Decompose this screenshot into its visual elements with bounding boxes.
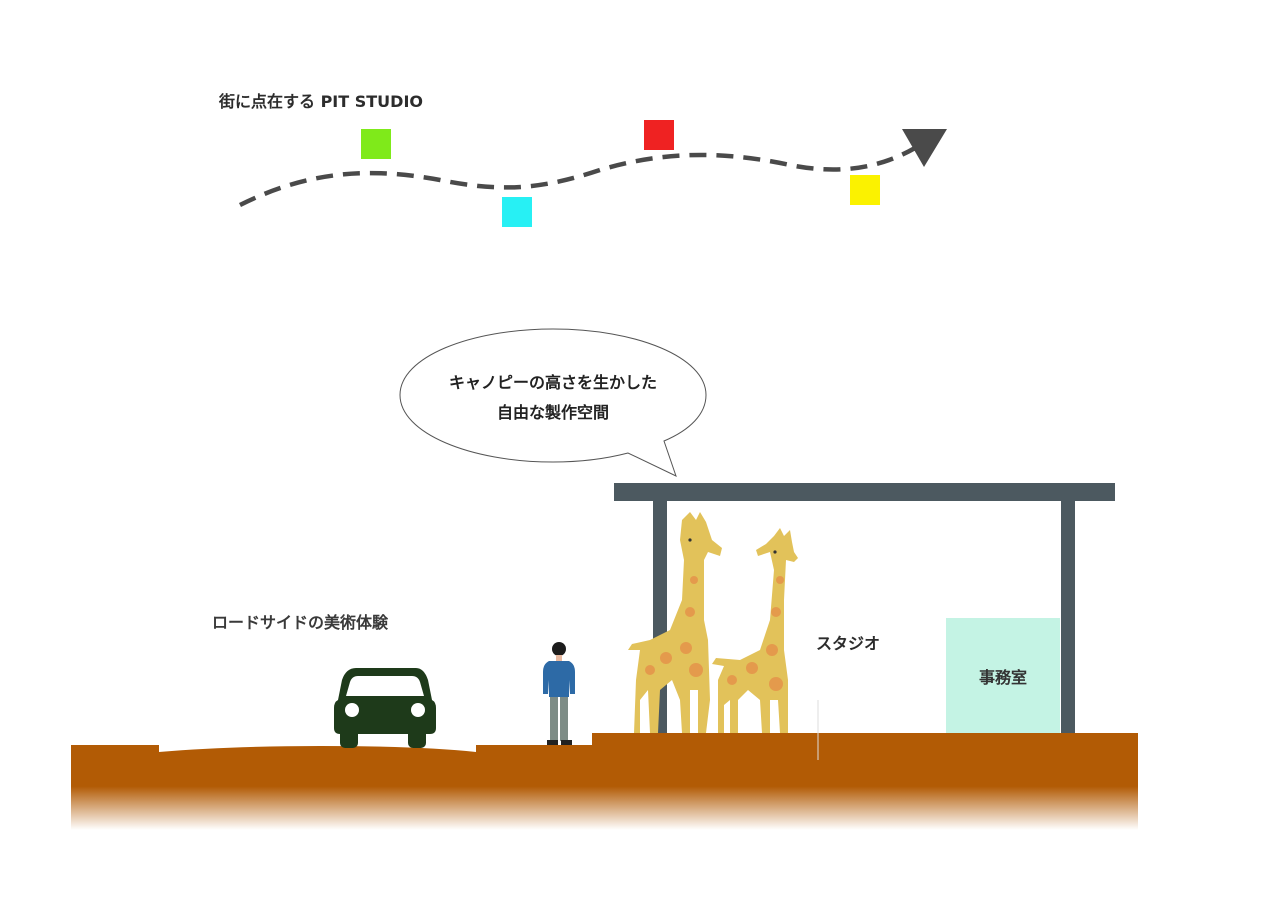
route-marker-cyan — [502, 197, 532, 227]
ground — [71, 733, 1138, 830]
route-marker-green — [361, 129, 391, 159]
canopy-column-right — [1061, 501, 1075, 733]
page-title: 街に点在する PIT STUDIO — [219, 92, 424, 111]
route-marker-yellow — [850, 175, 880, 205]
route-marker-red — [644, 120, 674, 150]
speech-bubble-text: キャノピーの高さを生かした 自由な製作空間 — [410, 368, 696, 428]
route-arrow-icon — [902, 129, 947, 167]
office-room: 事務室 — [946, 618, 1060, 733]
roadside-label: ロードサイドの美術体験 — [212, 613, 389, 632]
car-icon — [334, 668, 436, 748]
person-icon — [543, 642, 575, 745]
route-path — [238, 146, 917, 208]
canopy-roof — [614, 483, 1115, 501]
giraffe-icon — [628, 512, 722, 733]
speech-bubble — [399, 328, 707, 477]
giraffe-icon — [712, 528, 798, 733]
bubble-line-2: 自由な製作空間 — [496, 403, 609, 422]
office-label: 事務室 — [978, 667, 1027, 687]
bubble-line-1: キャノピーの高さを生かした — [448, 373, 657, 392]
studio-label: スタジオ — [816, 634, 881, 653]
